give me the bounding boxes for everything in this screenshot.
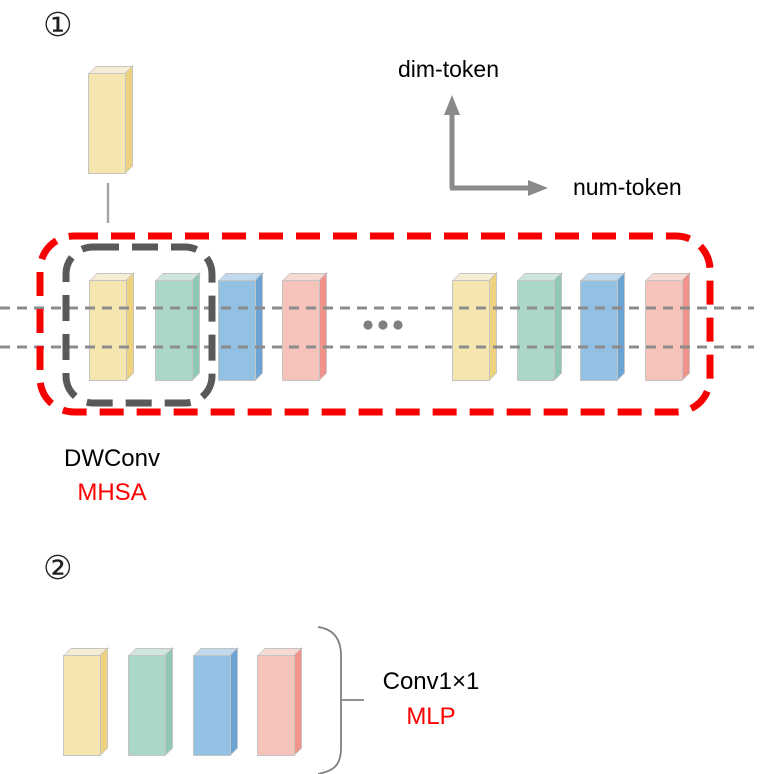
bar-side-face [165,647,173,756]
bar-front-face [257,655,295,756]
conv1x1-label: Conv1×1 [382,668,480,695]
num-token-label: num-token [573,174,682,200]
mlp-label: MLP [406,703,456,730]
green-token-bar [128,647,174,756]
bar-side-face [294,647,302,756]
bar-front-face [88,73,126,174]
yellow-token-bar [63,647,109,756]
bar-side-face [230,647,238,756]
bar-front-face [63,655,101,756]
bar-side-face [100,647,108,756]
dwconv-label: DWConv [63,445,160,472]
yellow-token-bar [88,65,134,174]
dim-token-label: dim-token [398,56,499,82]
bar-front-face [193,655,231,756]
mhsa-label: MHSA [77,479,147,506]
section2-badge: ② [43,548,73,587]
bar-front-face [128,655,166,756]
section1-badge: ① [43,5,73,44]
red-token-bar [257,647,303,756]
blue-token-bar [193,647,239,756]
